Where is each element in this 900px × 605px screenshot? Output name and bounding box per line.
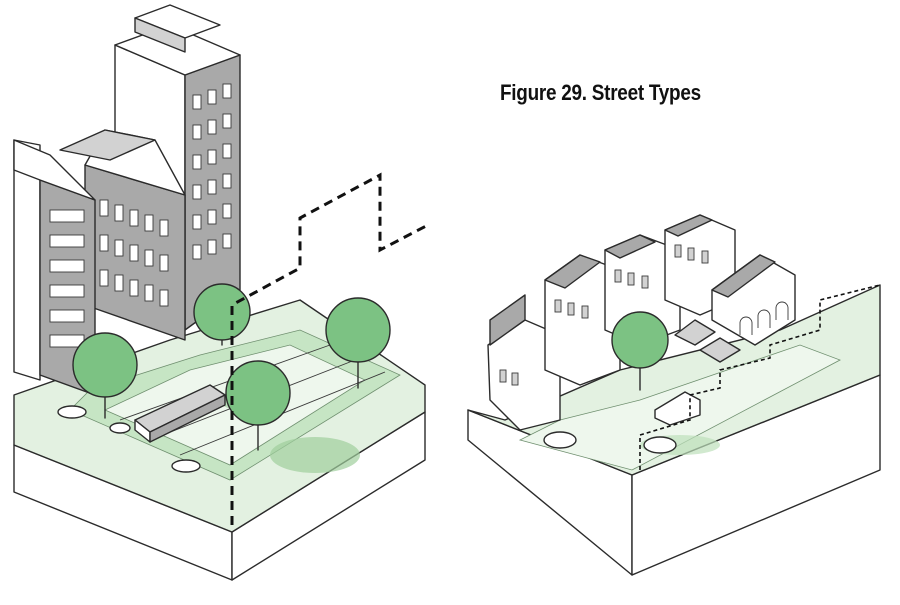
village-block-faces bbox=[467, 374, 881, 576]
rowhouses bbox=[487, 214, 736, 431]
village-tree bbox=[611, 311, 669, 391]
downtown-street-illustration bbox=[13, 4, 429, 581]
mid-rise-building bbox=[59, 129, 186, 341]
village-section-cut-line bbox=[639, 284, 881, 470]
arcade-building bbox=[711, 254, 796, 346]
market-tents bbox=[674, 319, 741, 363]
village-vehicles bbox=[543, 391, 701, 454]
parked-cars bbox=[57, 405, 201, 473]
streetcar bbox=[134, 384, 226, 443]
street-trees bbox=[72, 283, 391, 451]
figure-title: Figure 29. Street Types bbox=[500, 80, 701, 105]
section-cut-line bbox=[230, 172, 429, 525]
corner-building bbox=[13, 139, 96, 396]
village-street-illustration bbox=[467, 214, 881, 576]
